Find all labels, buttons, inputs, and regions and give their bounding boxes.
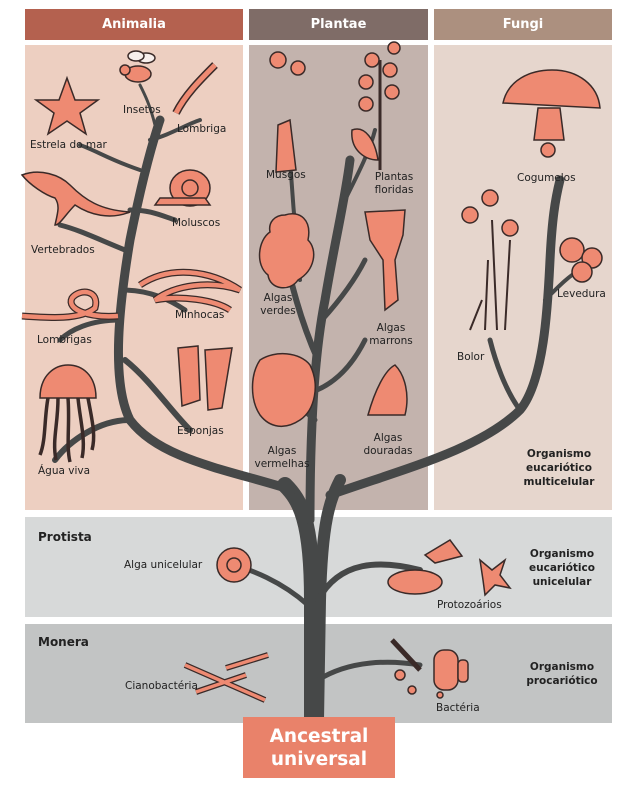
branch-protista (315, 561, 423, 603)
label-protozoarios: Protozoários (437, 599, 502, 611)
mushroom-icon (502, 69, 601, 109)
label-fungi-classification: Organismo eucariótico multicelular (523, 448, 595, 488)
jellyfish-icon (39, 364, 97, 399)
branch-animalia (113, 115, 297, 495)
label-algas-marrons: Algas marrons (369, 322, 413, 347)
header-plantae-label: Plantae (310, 17, 367, 32)
label-plantas-floridas: Plantas floridas (374, 171, 414, 196)
header-animalia: Animalia (25, 9, 243, 40)
label-levedura: Levedura (557, 288, 606, 300)
label-cogumelos: Cogumelos (517, 172, 576, 184)
bacteria-icon (433, 649, 459, 691)
label-esponjas: Esponjas (177, 425, 224, 437)
label-agua-viva: Água viva (38, 465, 91, 477)
label-bacteria: Bactéria (436, 702, 480, 714)
label-cianobacteria: Cianobactéria (125, 680, 198, 692)
label-estrela-do-mar: Estrela do mar (30, 139, 107, 151)
label-minhocas: Minhocas (175, 309, 225, 321)
label-algas-verdes: Algas verdes (260, 292, 296, 317)
golden-algae-icon (367, 364, 408, 416)
label-lombriga: Lombriga (177, 123, 227, 135)
header-fungi: Fungi (434, 9, 612, 40)
branch-monera (315, 659, 423, 683)
branch-plantae (305, 155, 355, 525)
header-fungi-label: Fungi (502, 17, 544, 32)
sponge-icon (177, 345, 201, 408)
label-protista-classification: Organismo eucariótico unicelular (529, 548, 595, 588)
root-box: Ancestral universal (243, 717, 395, 778)
unicellular-alga-icon (216, 547, 252, 583)
label-algas-vermelhas: Algas vermelhas (254, 445, 310, 470)
label-vertebrados: Vertebrados (31, 244, 95, 256)
root-label: Ancestral universal (269, 725, 369, 770)
label-insetos: Insetos (123, 104, 161, 116)
branch-fungi (325, 175, 565, 500)
protista-title: Protista (38, 530, 92, 544)
label-alga-unicelular: Alga unicelular (124, 559, 203, 571)
monera-title: Monera (38, 635, 89, 649)
label-algas-douradas: Algas douradas (363, 432, 413, 457)
label-monera-classification: Organismo procariótico (526, 661, 598, 687)
header-plantae: Plantae (249, 9, 428, 40)
moss-icon (275, 118, 297, 173)
brown-algae-icon (364, 209, 406, 312)
header-animalia-label: Animalia (102, 17, 166, 32)
red-algae-icon (251, 353, 316, 427)
lizard-icon (20, 171, 131, 226)
label-lombrigas: Lombrigas (37, 334, 92, 346)
starfish-icon (33, 75, 101, 136)
mold-icon (469, 219, 511, 331)
green-algae-icon (258, 213, 315, 289)
label-musgos: Musgos (266, 169, 306, 181)
yeast-icon (559, 237, 585, 263)
label-moluscos: Moluscos (172, 217, 221, 229)
trunk-upper (312, 474, 346, 726)
snail-icon (169, 169, 211, 207)
label-bolor: Bolor (457, 351, 485, 363)
protozoa-icon (387, 569, 443, 595)
